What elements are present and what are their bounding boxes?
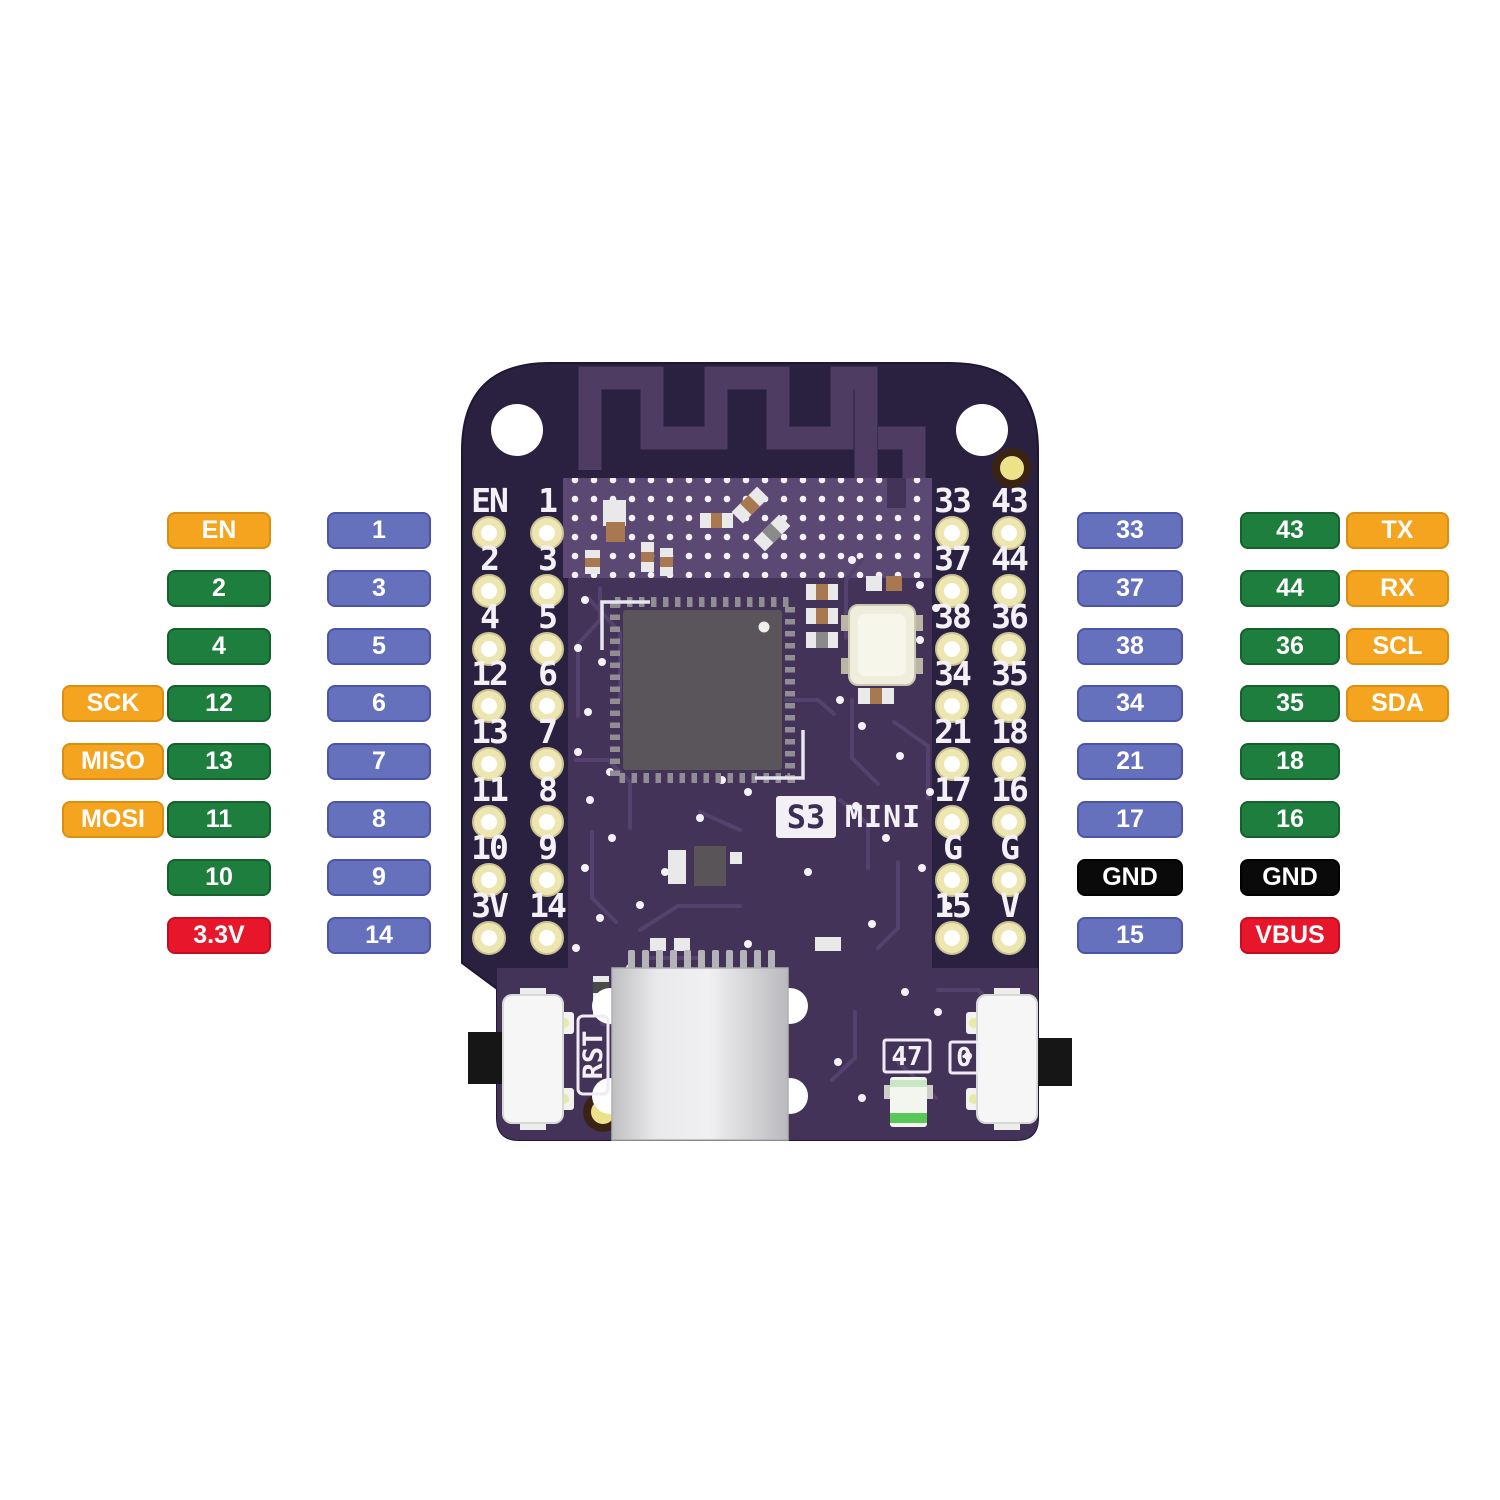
pin-function-mosi: MOSI — [62, 801, 164, 838]
svg-text:3V: 3V — [471, 886, 508, 925]
svg-text:9: 9 — [538, 828, 556, 867]
svg-text:1: 1 — [538, 481, 557, 520]
boot-button[interactable] — [966, 988, 1072, 1130]
pin-label-vbus: VBUS — [1240, 917, 1340, 954]
svg-text:18: 18 — [991, 712, 1027, 751]
pin-label-37: 37 — [1077, 570, 1183, 607]
wifi-antenna-trace — [578, 366, 926, 478]
reset-button[interactable] — [468, 988, 574, 1130]
svg-text:15: 15 — [934, 886, 970, 925]
svg-text:5: 5 — [538, 597, 556, 636]
pin-label-33: 33 — [1077, 512, 1183, 549]
pin-label-6: 6 — [327, 685, 431, 722]
smd-components — [585, 486, 902, 1016]
svg-text:G: G — [943, 828, 962, 867]
svg-text:3: 3 — [538, 539, 556, 578]
svg-text:G: G — [1000, 828, 1019, 867]
pin-label-3v3: 3.3V — [167, 917, 271, 954]
svg-text:13: 13 — [471, 712, 507, 751]
pin-label-4: 4 — [167, 628, 271, 665]
pin-silk-numbers: EN 2 4 12 13 11 10 3V 1 3 5 6 7 8 9 14 3… — [471, 481, 1030, 925]
led-47 — [884, 1077, 933, 1127]
svg-text:V: V — [1000, 886, 1019, 925]
svg-text:35: 35 — [991, 654, 1027, 693]
pin-label-gnd-inner: GND — [1077, 859, 1183, 896]
pin-pads[interactable] — [472, 516, 1026, 955]
svg-text:2: 2 — [480, 539, 498, 578]
svg-text:11: 11 — [471, 770, 508, 809]
pin-label-35: 35 — [1240, 685, 1340, 722]
pin-label-34: 34 — [1077, 685, 1183, 722]
model-badge: S3 — [787, 798, 826, 836]
pin-label-12: 12 — [167, 685, 271, 722]
svg-text:6: 6 — [538, 654, 557, 693]
svg-text:43: 43 — [991, 481, 1027, 520]
svg-text:38: 38 — [934, 597, 970, 636]
svg-text:33: 33 — [934, 481, 970, 520]
vias — [572, 556, 972, 1106]
pin-function-sck: SCK — [62, 685, 164, 722]
pin-label-43: 43 — [1240, 512, 1340, 549]
svg-text:7: 7 — [538, 712, 556, 751]
svg-text:37: 37 — [934, 539, 970, 578]
pin-label-7: 7 — [327, 743, 431, 780]
pin-label-16: 16 — [1240, 801, 1340, 838]
silkscreen: RST 47 0 S3 MINI — [576, 796, 980, 1096]
svg-text:10: 10 — [471, 828, 507, 867]
pin-label-18: 18 — [1240, 743, 1340, 780]
svg-text:16: 16 — [991, 770, 1028, 809]
svg-text:14: 14 — [529, 886, 566, 925]
pin-label-3: 3 — [327, 570, 431, 607]
crystal-oscillator — [841, 604, 923, 686]
fiducial-pad-top-right — [992, 448, 1032, 488]
reset-silk-label: RST — [578, 1031, 609, 1080]
pin-label-13: 13 — [167, 743, 271, 780]
pin-label-14: 14 — [327, 917, 431, 954]
pin-label-36: 36 — [1240, 628, 1340, 665]
svg-text:36: 36 — [991, 597, 1028, 636]
esp32-s3-chip — [600, 597, 805, 783]
pin-label-1: 1 — [327, 512, 431, 549]
mounting-hole-left — [491, 404, 543, 456]
pin-label-8: 8 — [327, 801, 431, 838]
pin-label-en: EN — [167, 512, 271, 549]
pin-function-rx: RX — [1346, 570, 1449, 607]
ground-plane-dots — [563, 478, 932, 578]
pin-label-gnd-outer: GND — [1240, 859, 1340, 896]
svg-text:4: 4 — [480, 597, 499, 636]
svg-text:21: 21 — [934, 712, 971, 751]
svg-text:8: 8 — [538, 770, 556, 809]
pin-function-sda: SDA — [1346, 685, 1449, 722]
copper-traces — [574, 558, 1000, 1100]
model-name: MINI — [845, 800, 921, 835]
pin-label-21: 21 — [1077, 743, 1183, 780]
pin-label-2: 2 — [167, 570, 271, 607]
svg-text:34: 34 — [934, 654, 971, 693]
pin-label-17: 17 — [1077, 801, 1183, 838]
mounting-hole-right — [956, 404, 1008, 456]
led-silk-label: 47 — [891, 1042, 922, 1072]
pin-label-5: 5 — [327, 628, 431, 665]
pin-label-11: 11 — [167, 801, 271, 838]
pin-function-scl: SCL — [1346, 628, 1449, 665]
pin-label-15: 15 — [1077, 917, 1183, 954]
pin-function-tx: TX — [1346, 512, 1449, 549]
svg-text:EN: EN — [471, 481, 507, 520]
svg-text:17: 17 — [934, 770, 970, 809]
pin-label-10: 10 — [167, 859, 271, 896]
pin-function-miso: MISO — [62, 743, 164, 780]
pin-label-9: 9 — [327, 859, 431, 896]
svg-text:12: 12 — [471, 654, 507, 693]
usb-c-connector — [592, 950, 808, 1141]
svg-text:44: 44 — [991, 539, 1028, 578]
pin-label-38: 38 — [1077, 628, 1183, 665]
pin-label-44: 44 — [1240, 570, 1340, 607]
boot-silk-label: 0 — [956, 1043, 972, 1073]
